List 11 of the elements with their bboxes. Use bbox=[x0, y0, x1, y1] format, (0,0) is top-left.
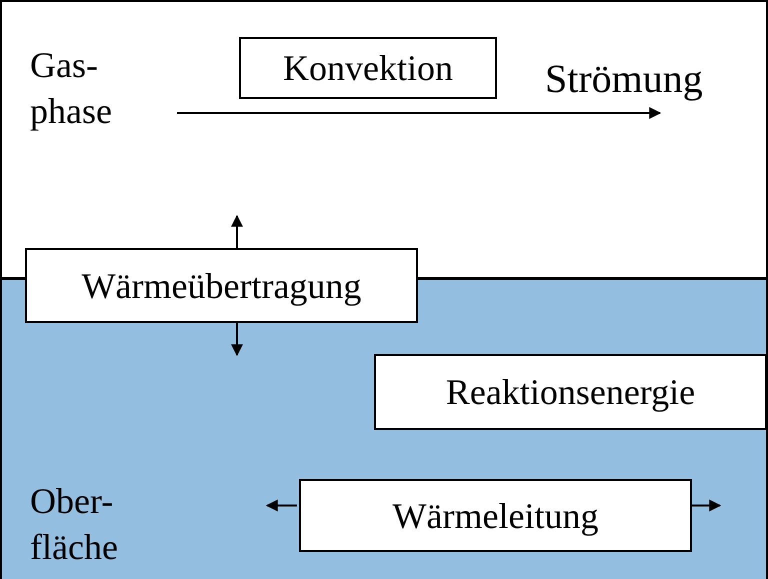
label-box: Wärmeleitung bbox=[299, 479, 692, 552]
label-box: Wärmeübertragung bbox=[25, 248, 418, 323]
label-box: Reaktionsenergie bbox=[374, 354, 767, 430]
region-label: Ober- fläche bbox=[30, 480, 119, 569]
label-box: Konvektion bbox=[239, 37, 497, 99]
arrow bbox=[690, 500, 722, 512]
region-label: Gas- phase bbox=[30, 44, 113, 133]
flow-label: Strömung bbox=[545, 56, 703, 102]
arrow bbox=[266, 500, 297, 512]
arrow bbox=[231, 323, 243, 356]
arrow bbox=[231, 214, 243, 248]
